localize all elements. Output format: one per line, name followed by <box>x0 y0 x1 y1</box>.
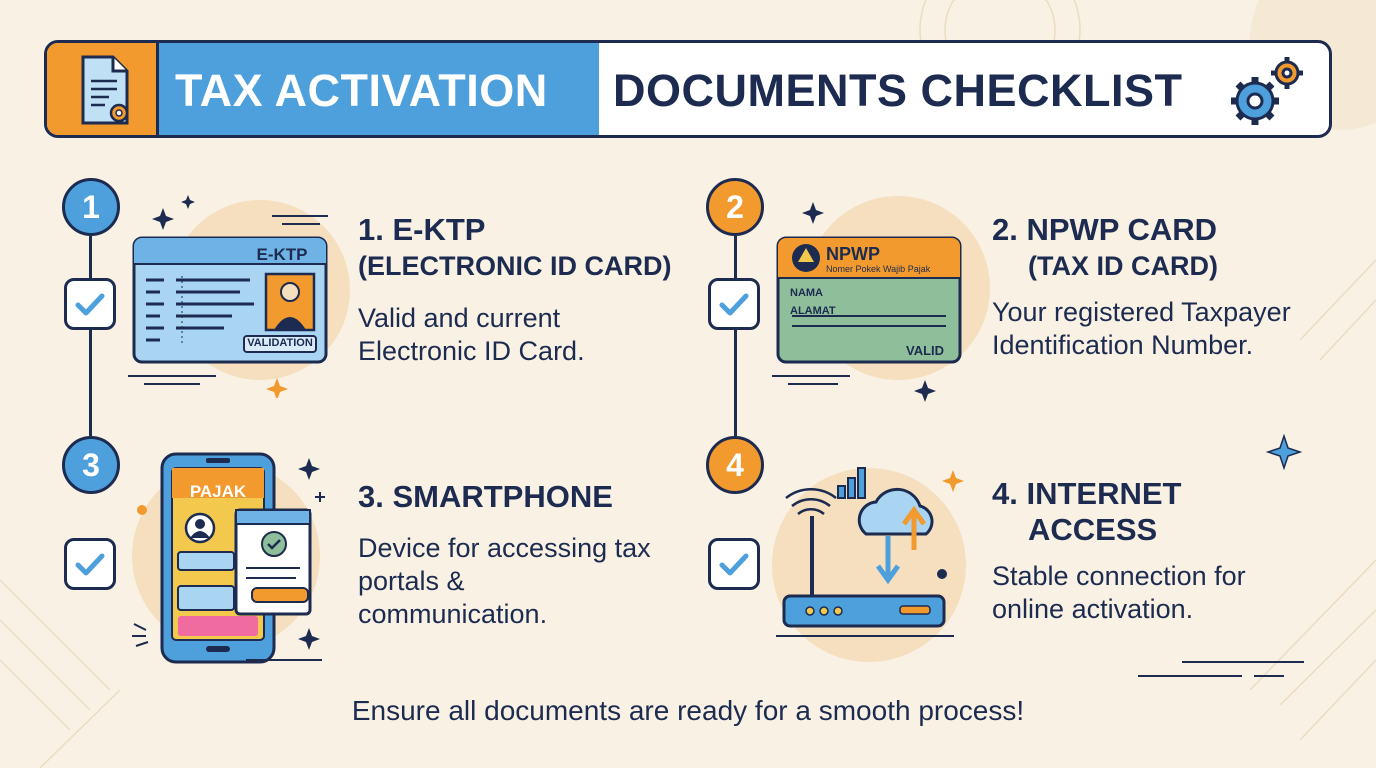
decorative-lines <box>1138 661 1304 677</box>
step-number-4: 4 <box>706 436 764 494</box>
item-4-description: Stable connection for online activation. <box>992 561 1246 624</box>
step-number-3: 3 <box>62 436 120 494</box>
item-3-description: Device for accessing tax portals & commu… <box>358 533 651 629</box>
item-4-subtitle: ACCESS <box>1028 512 1158 547</box>
header-title-left: TAX ACTIVATION <box>175 65 548 116</box>
npwp-card-subtitle: Nomer Pokek Wajib Pajak <box>826 264 931 274</box>
item-1-description: Valid and current Electronic ID Card. <box>358 303 585 366</box>
gears-icon <box>1231 57 1303 125</box>
npwp-card-illustration <box>772 202 962 402</box>
checkmark-icon <box>75 293 105 316</box>
npwp-card-title: NPWP <box>826 244 880 264</box>
checkmark-icon <box>719 553 749 576</box>
item-4-title: 4. INTERNET <box>992 476 1182 511</box>
footer-note: Ensure all documents are ready for a smo… <box>351 695 1025 726</box>
timeline-line-left <box>89 236 92 436</box>
phone-app-label: PAJAK <box>189 482 247 501</box>
checkmark-icon <box>719 293 749 316</box>
checkmark-icon <box>75 553 105 576</box>
item-3-title: 3. SMARTPHONE <box>358 479 613 514</box>
ektp-card-illustration <box>128 195 328 398</box>
ektp-card-badge: VALIDATION <box>247 337 313 349</box>
item-1-title: 1. E-KTP <box>358 212 486 247</box>
item-2-subtitle: (TAX ID CARD) <box>1028 251 1218 281</box>
checkbox-2[interactable] <box>708 278 760 330</box>
item-2-title: 2. NPWP CARD <box>992 212 1218 247</box>
header-highlight <box>159 43 599 135</box>
document-gear-icon <box>47 43 159 135</box>
npwp-field-alamat: ALAMAT <box>790 305 836 317</box>
npwp-card-badge: VALID <box>906 343 945 358</box>
smartphone-illustration <box>132 452 325 664</box>
step-number-1: 1 <box>62 178 120 236</box>
timeline-line-right <box>734 236 737 436</box>
checkbox-3[interactable] <box>64 538 116 590</box>
header-title-right: DOCUMENTS CHECKLIST <box>613 65 1183 116</box>
ektp-card-title: E-KTP <box>256 245 308 264</box>
checkbox-1[interactable] <box>64 278 116 330</box>
header-banner: TAX ACTIVATION DOCUMENTS CHECKLIST <box>44 40 1332 138</box>
checkbox-4[interactable] <box>708 538 760 590</box>
item-1-subtitle: (ELECTRONIC ID CARD) <box>358 251 672 281</box>
step-number-2: 2 <box>706 178 764 236</box>
router-cloud-icon <box>776 467 964 637</box>
npwp-field-nama: NAMA <box>790 287 823 299</box>
item-2-description: Your registered Taxpayer Identification … <box>992 297 1291 360</box>
sparkle-icon <box>1266 434 1302 470</box>
